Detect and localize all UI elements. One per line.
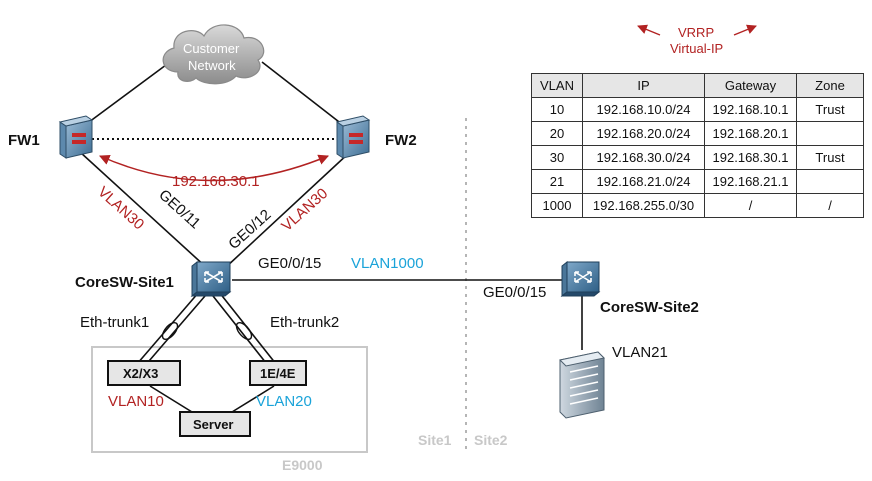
cell-ip: 192.168.21.0/24 [582,169,705,194]
cell-ip: 192.168.30.0/24 [582,145,705,170]
trunk1-bundle [161,321,179,341]
cell-gateway: 192.168.10.1 [704,97,797,122]
cell-gateway: 192.168.30.1 [704,145,797,170]
1e4e-module[interactable] [249,360,307,386]
link-1e4e-server [231,385,275,413]
table-row: 20 192.168.20.0/24 192.168.20.1 [531,121,864,146]
trunk2-bundle [235,321,253,341]
1e4e-label: 1E/4E [260,366,296,381]
table-row: 30 192.168.30.0/24 192.168.30.1 Trust [531,145,864,170]
cell-gateway: 192.168.21.1 [704,169,797,194]
cell-vlan: 20 [531,121,583,146]
site2-server-chassis-icon[interactable] [558,351,606,419]
cell-vlan: 1000 [531,193,583,218]
link-trunk1-b [142,295,206,369]
x2x3-module[interactable] [107,360,181,386]
cell-zone: / [796,193,864,218]
interlink-vlan-label: VLAN1000 [351,255,424,272]
server-label: Server [193,417,233,432]
link-x2x3-server [149,385,193,413]
e9000-label: E9000 [282,457,323,473]
column-header-ip: IP [582,73,705,98]
column-header-vlan: VLAN [531,73,583,98]
vlan20-label: VLAN20 [256,393,312,410]
link-fw1-core1 [79,151,208,269]
cloud-label-line2: Network [188,58,236,73]
link-fw2-cloud [261,61,344,126]
link-trunk2-b [212,295,271,369]
table-header-row: VLAN IP Gateway Zone [531,73,864,98]
legend-virtual-ip: Virtual-IP [670,41,723,56]
server-module[interactable] [179,411,251,437]
vlan21-label: VLAN21 [612,344,668,361]
trunk1-label: Eth-trunk1 [80,314,149,331]
cell-ip: 192.168.255.0/30 [582,193,705,218]
link-fw1-cloud [84,61,171,126]
vrrp-ip: 192.168.30.1 [172,173,260,190]
cell-vlan: 21 [531,169,583,194]
vrrp-arc [99,154,329,182]
x2x3-label: X2/X3 [123,366,158,381]
cell-gateway: / [704,193,797,218]
legend-vrrp: VRRP [678,25,714,40]
cell-zone: Trust [796,145,864,170]
site1-label: Site1 [418,432,452,448]
cell-ip: 192.168.20.0/24 [582,121,705,146]
trunk2-label: Eth-trunk2 [270,314,339,331]
fw2-vlan30-label: VLAN30 [278,185,331,235]
fw1-firewall-icon[interactable] [58,115,94,159]
core-switch-site1-icon[interactable] [190,260,232,298]
cell-ip: 192.168.10.0/24 [582,97,705,122]
fw2-firewall-icon[interactable] [335,115,371,159]
cell-vlan: 10 [531,97,583,122]
cloud-label-line1: Customer [183,41,240,56]
legend-arrow-right [733,24,757,36]
fw1-label: FW1 [8,132,40,149]
core-switch-site1-label: CoreSW-Site1 [75,274,174,291]
link-fw2-core1 [224,151,351,269]
core-switch-site2-label: CoreSW-Site2 [600,299,699,316]
customer-network-cloud: Customer Network [162,24,265,85]
column-header-zone: Zone [796,73,864,98]
core1-port-label: GE0/0/15 [258,255,321,272]
fw2-label: FW2 [385,132,417,149]
fw1-port-label: GE0/11 [155,186,203,232]
table-row: 1000 192.168.255.0/30 / / [531,193,864,218]
legend-arrow-left [637,24,661,36]
core2-port-label: GE0/0/15 [483,284,546,301]
e9000-enclosure [91,346,368,453]
cell-vlan: 30 [531,145,583,170]
vlan-ip-table: VLAN IP Gateway Zone 10 192.168.10.0/24 … [531,73,864,218]
table-row: 21 192.168.21.0/24 192.168.21.1 [531,169,864,194]
cell-zone [796,121,864,146]
cell-zone [796,169,864,194]
site2-label: Site2 [474,432,508,448]
cell-zone: Trust [796,97,864,122]
core-switch-site2-icon[interactable] [560,260,601,298]
column-header-gateway: Gateway [704,73,797,98]
vlan10-label: VLAN10 [108,393,164,410]
fw1-vlan30-label: VLAN30 [94,183,147,233]
cell-gateway: 192.168.20.1 [704,121,797,146]
table-row: 10 192.168.10.0/24 192.168.10.1 Trust [531,97,864,122]
link-trunk1-a [136,291,200,365]
